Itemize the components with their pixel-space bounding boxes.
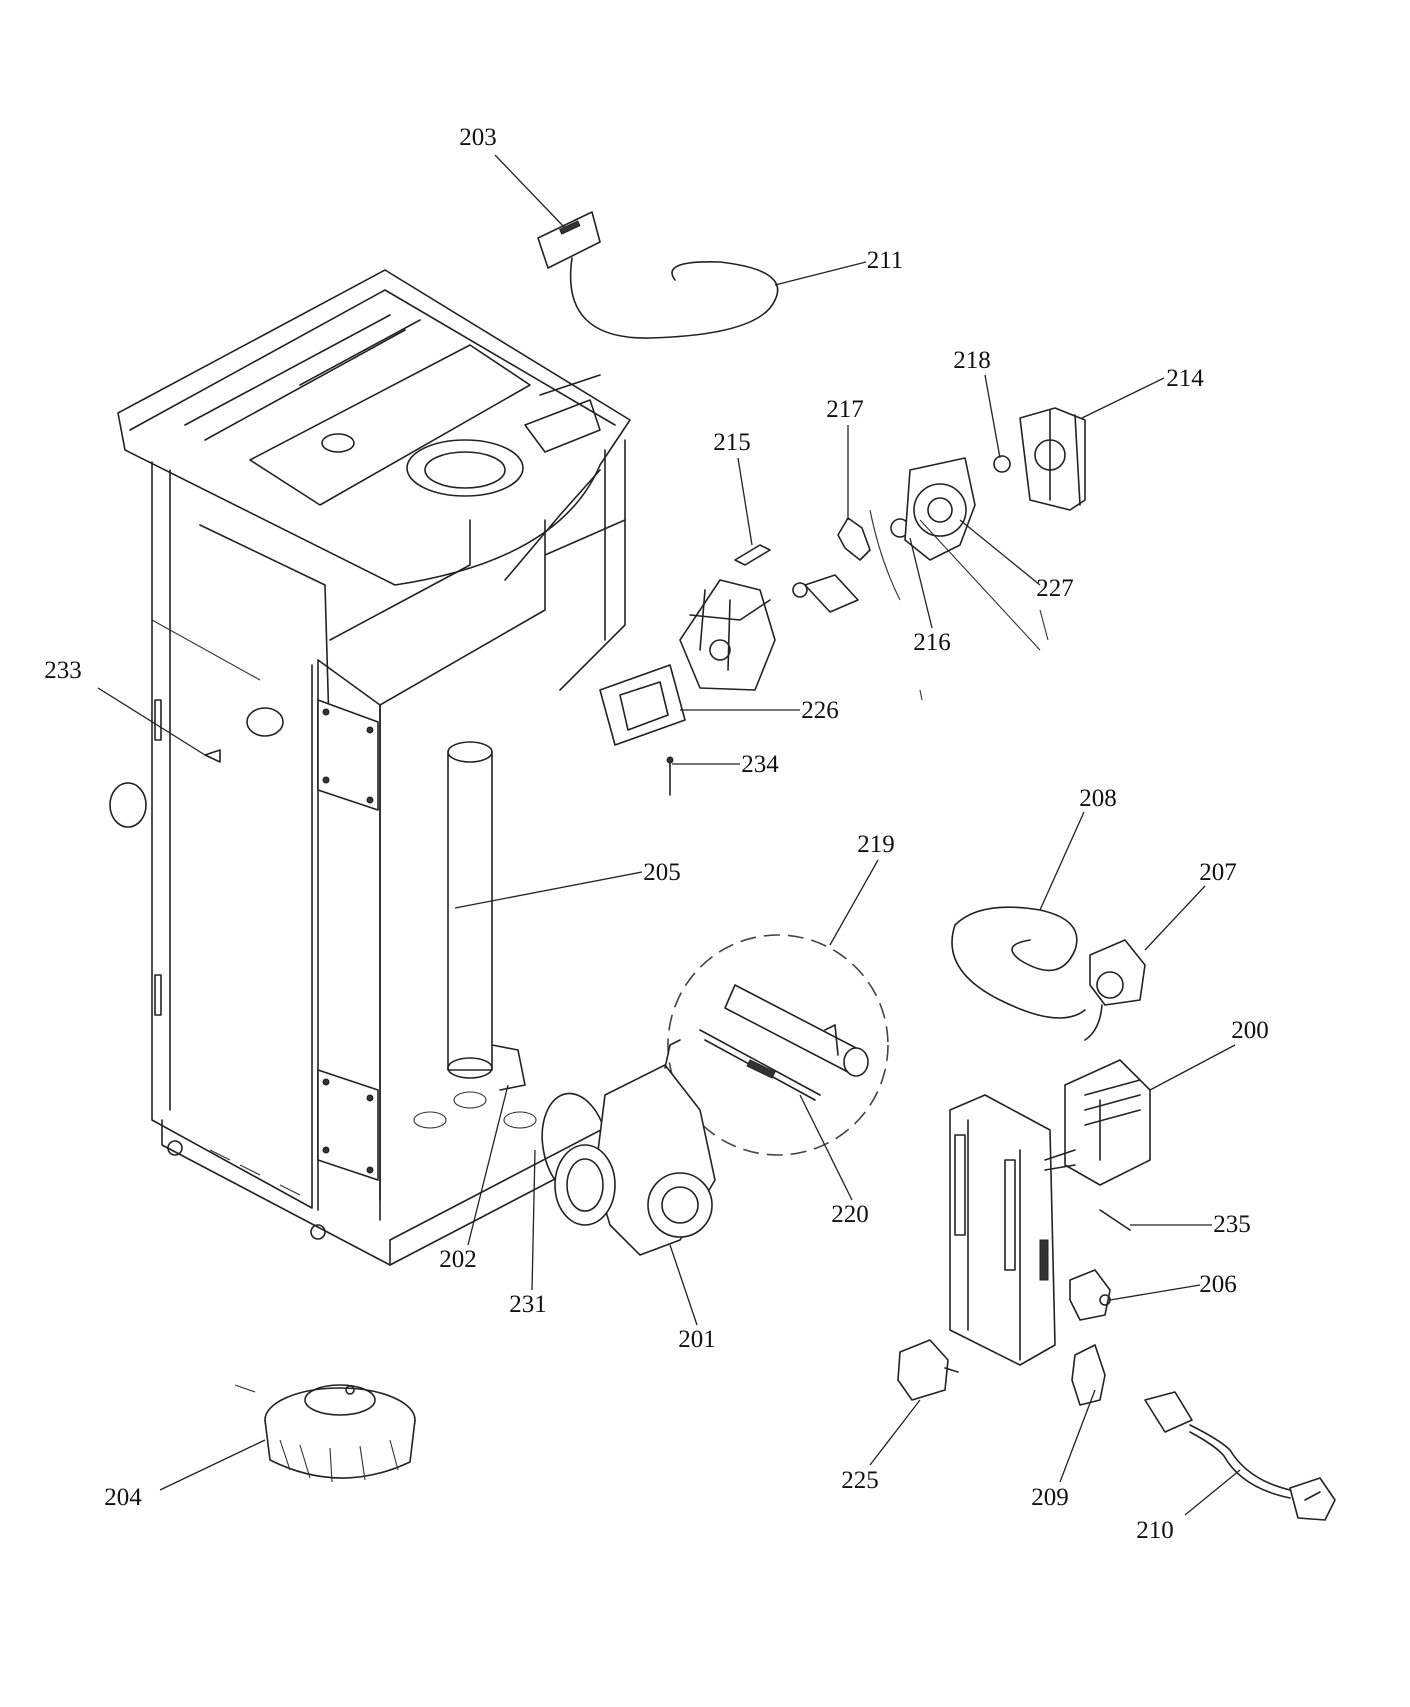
leader-line-200 (1149, 1044, 1236, 1091)
stove-body (109, 269, 631, 1266)
leader-line-214 (1081, 377, 1165, 419)
leader-line-205 (454, 871, 643, 909)
leader-line-202 (467, 1084, 509, 1246)
callout-label-220: 220 (831, 1201, 869, 1228)
callout-label-208: 208 (1079, 785, 1117, 812)
leader-line-219 (829, 859, 879, 946)
detail-219-view (667, 934, 889, 1156)
auger-motor-part (599, 407, 1086, 796)
leader-line-210 (1184, 1469, 1241, 1516)
leader-line-209 (1059, 1389, 1096, 1483)
electronic-board-part (897, 1059, 1151, 1406)
callout-label-210: 210 (1136, 1517, 1174, 1544)
callout-label-234: 234 (741, 751, 779, 778)
callout-label-207: 207 (1199, 859, 1237, 886)
callout-label-231: 231 (509, 1291, 547, 1318)
callout-label-203: 203 (459, 124, 497, 151)
control-panel-part (537, 211, 779, 339)
callout-label-200: 200 (1231, 1017, 1269, 1044)
callout-labels: 203 211 218 214 217 215 227 216 233 226 234 208 219 2… (44, 124, 1269, 1544)
power-cord-part (1144, 1391, 1336, 1521)
callout-label-233: 233 (44, 657, 82, 684)
leader-line-206 (1109, 1284, 1201, 1301)
callout-label-202: 202 (439, 1246, 477, 1273)
callout-label-206: 206 (1199, 1271, 1237, 1298)
callout-label-227: 227 (1036, 575, 1074, 602)
callout-label-235: 235 (1213, 1211, 1251, 1238)
leader-line-218 (984, 374, 1001, 459)
callout-label-225: 225 (841, 1467, 879, 1494)
pressure-switch-part (951, 906, 1146, 1041)
exhaust-fan-part (541, 1039, 716, 1256)
leader-line-204 (159, 1439, 266, 1491)
callout-label-218: 218 (953, 347, 991, 374)
callout-label-215: 215 (713, 429, 751, 456)
leader-line-220 (799, 1094, 853, 1201)
leader-line-215 (737, 457, 753, 546)
callout-label-226: 226 (801, 697, 839, 724)
callout-label-211: 211 (867, 247, 904, 274)
callout-label-205: 205 (643, 859, 681, 886)
leader-line-231 (531, 1149, 536, 1291)
leader-line-201 (669, 1244, 698, 1326)
callout-label-216: 216 (913, 629, 951, 656)
callout-label-214: 214 (1166, 365, 1204, 392)
callout-label-219: 219 (857, 831, 895, 858)
leader-line-225 (869, 1399, 921, 1466)
leader-line-216 (909, 537, 933, 629)
leader-line-207 (1144, 885, 1206, 951)
leader-line-208 (1039, 811, 1085, 911)
convection-fan-part (234, 1384, 416, 1483)
leader-line-211 (774, 261, 867, 286)
callout-label-209: 209 (1031, 1484, 1069, 1511)
callout-label-217: 217 (826, 396, 864, 423)
leader-line-203 (494, 154, 566, 229)
callout-label-201: 201 (678, 1326, 716, 1353)
callout-label-204: 204 (104, 1484, 142, 1511)
leader-line-233 (97, 687, 206, 756)
leader-line-227 (959, 519, 1041, 586)
